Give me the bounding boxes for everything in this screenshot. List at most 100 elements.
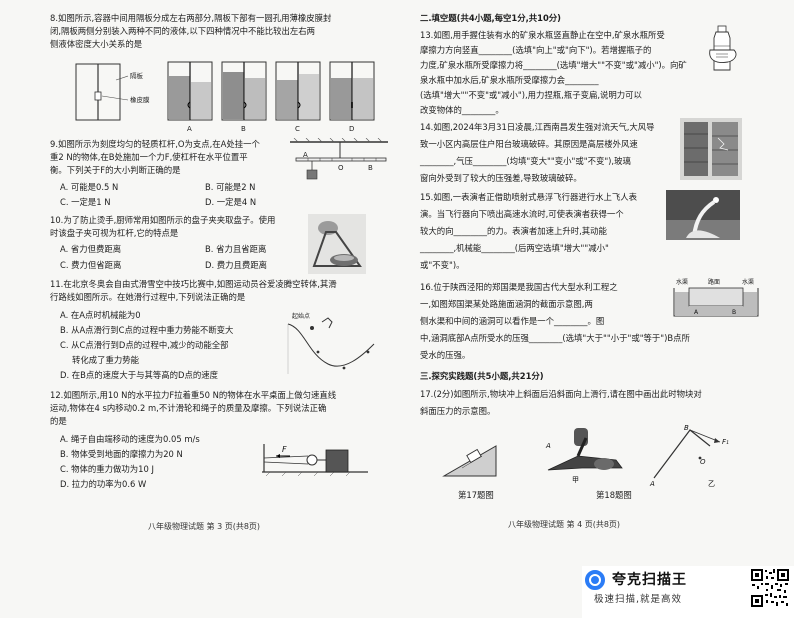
right-page-footer: 八年级物理试题 第 4 页(共8页) xyxy=(508,520,621,529)
q15-line: 15.如图,一表演者正借助喷射式悬浮飞行器进行水上飞人表 xyxy=(420,192,637,202)
q13-hand-bottle-figure xyxy=(709,25,737,71)
q17-line: 斜面压力的示意图。 xyxy=(420,406,496,416)
q16-fig-label-left: 水渠 xyxy=(676,278,688,286)
q9-option-d: D. 一定是4 N xyxy=(205,197,257,207)
q16-fig-label-right: 水渠 xyxy=(742,278,754,286)
q9-fig-label-a: A xyxy=(303,151,308,159)
q9-option-c: C. 一定是1 N xyxy=(60,197,111,207)
q11-option-b: B. 从A点滑行到C点的过程中重力势能不断变大 xyxy=(60,325,234,335)
q9-line: 9.如图所示为刻度均匀的轻质杠杆,O为支点,在A处挂一个 xyxy=(50,139,260,149)
q17-line: 17.(2分)如图所示,物块冲上斜面后沿斜面向上滑行,请在图中画出此时物块对 xyxy=(420,389,702,399)
q11-line: 11.在北京冬奥会自由式滑雪空中技巧比赛中,如图运动员谷爱凌腾空转体,其滑 xyxy=(50,279,337,289)
q14-line: 窗向外受到了较大的压强差,导致玻璃破碎。 xyxy=(420,173,582,183)
q18-lever-diagram: A B O F₁ 乙 xyxy=(649,424,729,488)
q11-option-a: A. 在A点时机械能为0 xyxy=(60,310,141,320)
q14-line: ________,气压________(均填"变大""变小"或"不变"),玻璃 xyxy=(420,156,631,166)
q12-fig-label-f: F xyxy=(282,445,287,454)
q9-line: 重2 N的物体,在B处施加一个力F,使杠杆在水平位置平 xyxy=(50,152,248,162)
qr-code-icon xyxy=(750,568,790,608)
q15-line: 或"不变")。 xyxy=(420,260,465,270)
q8-option-a-container xyxy=(167,61,213,121)
q14-line: 致一小区内高层住户阳台玻璃破碎。其原因是高层楼外风速 xyxy=(420,139,638,149)
q14-line: 14.如图,2024年3月31日凌晨,江西南昌发生强对流天气,大风导 xyxy=(420,122,655,132)
q8-containers-figure: 隔板 橡皮膜 xyxy=(75,61,375,133)
q17-incline-figure xyxy=(442,445,497,477)
q18-diagram-label-yi: 乙 xyxy=(708,480,715,488)
q16-line: 侧水渠和中间的涵洞可以看作是一个________。图 xyxy=(420,316,605,326)
q13-line: 摩擦力方向竖直________(选填"向上"或"向下")。若增握瓶子的 xyxy=(420,45,652,55)
q13-line: 13.如图,用手握住装有水的矿泉水瓶竖直静止在空中,矿泉水瓶所受 xyxy=(420,30,665,40)
q8-option-d-label: D xyxy=(349,125,354,133)
scanner-logo-dot-icon xyxy=(591,576,599,584)
q18-figure-caption: 第18题图 xyxy=(596,490,632,500)
q15-line: 演。当飞行器向下喷出高速水流时,可使表演者获得一个 xyxy=(420,209,624,219)
q10-line: 10.为了防止烫手,厨师常用如图所示的盘子夹夹取盘子。使用 xyxy=(50,215,276,225)
q16-fig-label-a: A xyxy=(694,309,699,316)
q8-line: 8.如图所示,容器中间用隔板分成左右两部分,隔板下部有一圆孔用薄橡皮膜封 xyxy=(50,13,332,23)
scanner-logo-icon xyxy=(585,570,605,590)
scanner-brand-name: 夸克扫描王 xyxy=(612,572,687,588)
q16-line: 受水的压强。 xyxy=(420,350,471,360)
q16-line: 中,涵洞底部A点所受水的压强________(选填"大于""小于"或"等于")B… xyxy=(420,333,690,343)
q16-fig-label-b: B xyxy=(732,309,736,316)
left-page: 8.如图所示,容器中间用隔板分成左右两部分,隔板下部有一圆孔用薄橡皮膜封 闭,隔… xyxy=(50,0,390,560)
q11-fig-start-label: 起始点 xyxy=(292,312,310,320)
q16-fig-label-mid: 路面 xyxy=(708,278,720,286)
q9-line: 衡。下列关于F的大小判断正确的是 xyxy=(50,165,181,175)
q11-option-c-cont: 转化成了重力势能 xyxy=(72,355,139,365)
q8-option-c-container xyxy=(275,61,321,121)
q10-plate-clip-photo xyxy=(308,214,366,274)
q8-label-partition: 隔板 xyxy=(130,71,144,80)
q18-diagram-label-f1: F₁ xyxy=(722,438,729,446)
q8-reference-container xyxy=(75,63,129,121)
q10-option-b: B. 省力且省距离 xyxy=(205,244,267,254)
q10-option-c: C. 费力但省距离 xyxy=(60,260,122,270)
q8-option-b-container xyxy=(221,61,267,121)
q18-scissors-figure: A 甲 xyxy=(545,428,623,484)
q13-line: (选填"增大""不变"或"减小"),用力捏瓶,瓶子变扁,说明力可以 xyxy=(420,90,642,100)
q12-line: 运动,物体在4 s内移动0.2 m,不计滑轮和绳子的质量及摩擦。下列说法正确 xyxy=(50,403,327,413)
q18-diagram-label-a: A xyxy=(649,480,655,488)
scanner-slogan: 极速扫描,就是高效 xyxy=(594,594,683,605)
q10-option-d: D. 费力且费距离 xyxy=(205,260,268,270)
q8-label-membrane: 橡皮膜 xyxy=(130,95,150,104)
section-3-heading: 三.探究实践题(共5小题,共21分) xyxy=(420,371,544,381)
q9-lever-figure: O A B xyxy=(290,138,388,180)
q12-option-d: D. 拉力的功率为0.6 W xyxy=(60,479,147,489)
q8-line: 侧液体密度大小关系的是 xyxy=(50,39,143,49)
q16-culvert-figure: 水渠 路面 水渠 A B xyxy=(673,278,759,317)
q9-fig-label-o: O xyxy=(338,164,344,172)
q12-pulley-figure: F xyxy=(262,444,368,476)
q18-fig-label-jia: 甲 xyxy=(572,476,579,484)
q13-line: 改变物体的________。 xyxy=(420,105,504,115)
q13-line: 力度,矿泉水瓶所受摩擦力将________(选填"增大""不变"或"减小")。向… xyxy=(420,60,687,70)
q9-option-a: A. 可能是0.5 N xyxy=(60,182,119,192)
left-page-footer: 八年级物理试题 第 3 页(共8页) xyxy=(148,522,261,531)
q11-ski-track-figure: 起始点 xyxy=(287,312,375,374)
q12-option-a: A. 绳子自由端移动的速度为0.05 m/s xyxy=(60,434,200,444)
q18-diagram-label-o: O xyxy=(700,458,706,466)
q12-option-b: B. 物体受到地面的摩擦力为20 N xyxy=(60,449,183,459)
q10-option-a: A. 省力但费距离 xyxy=(60,244,122,254)
q18-fig-label-a: A xyxy=(545,442,551,450)
q8-option-b-label: B xyxy=(241,125,246,133)
q14-broken-window-photo xyxy=(680,118,742,180)
q15-line: 较大的向________的力。表演者加速上升时,其动能 xyxy=(420,226,607,236)
q12-line: 的是 xyxy=(50,416,67,426)
q8-option-a-label: A xyxy=(187,125,192,133)
q8-option-c-label: C xyxy=(295,125,300,133)
q11-option-c: C. 从C点滑行到D点的过程中,减少的动能全部 xyxy=(60,340,229,350)
q12-line: 12.如图所示,用10 N的水平拉力F拉着重50 N的物体在水平桌面上做匀速直线 xyxy=(50,390,337,400)
q15-line: ________,机械能________(后两空选填"增大""减小" xyxy=(420,243,609,253)
q18-diagram-label-b: B xyxy=(684,424,689,432)
q8-line: 闭,隔板两侧分别装入两种不同的液体,以下四种情况中不能比较出左右两 xyxy=(50,26,315,36)
right-page: 二.填空题(共4小题,每空1分,共10分) 13.如图,用手握住装有水的矿泉水瓶… xyxy=(420,0,765,560)
q11-line: 行路线如图所示。在她滑行过程中,下列说法正确的是 xyxy=(50,292,246,302)
q9-option-b: B. 可能是2 N xyxy=(205,182,256,192)
q10-line: 时该盘子夹可视为杠杆,它的特点是 xyxy=(50,228,179,238)
q9-fig-label-b: B xyxy=(368,164,373,172)
scanner-watermark: 夸克扫描王 极速扫描,就是高效 xyxy=(582,566,794,618)
q8-option-d-container xyxy=(329,61,375,121)
q16-line: 一,如图郑国渠某处路施面涵洞的截面示意图,两 xyxy=(420,299,593,309)
